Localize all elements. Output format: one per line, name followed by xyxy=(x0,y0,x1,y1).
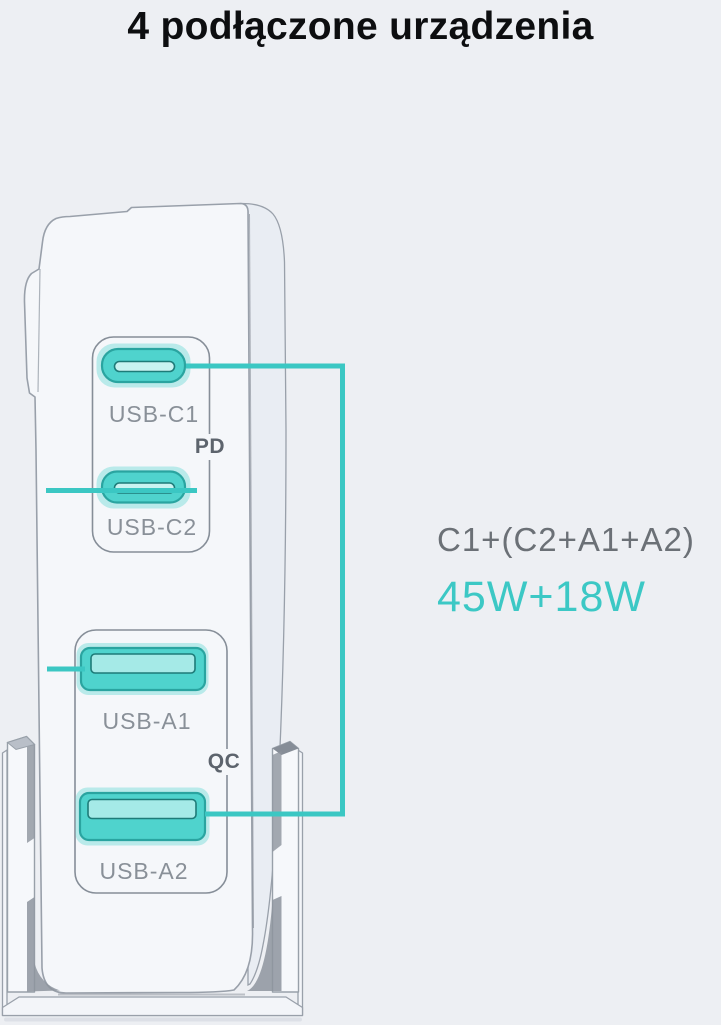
stand-left-post xyxy=(6,735,60,993)
usb-a1-slot xyxy=(90,653,196,674)
port-combo-label: C1+(C2+A1+A2) xyxy=(437,521,695,558)
usb-a1-label: USB-A1 xyxy=(102,708,192,734)
usb-a2-slot xyxy=(87,798,197,820)
usb-c1-label: USB-C1 xyxy=(108,401,200,427)
pd-group-badge: PD xyxy=(188,434,232,460)
page-title: 4 podłączone urządzenia xyxy=(127,5,594,48)
stand-base-lip xyxy=(1,996,304,1017)
usb-c2-label: USB-C2 xyxy=(106,514,198,540)
stand-right-post xyxy=(247,740,300,993)
callout-line-c1-a2 xyxy=(186,363,345,817)
qc-group-badge: QC xyxy=(201,749,247,775)
stand-shadow xyxy=(4,1017,302,1022)
left-protrusion-line xyxy=(37,268,41,393)
power-output-label: 45W+18W xyxy=(437,573,646,621)
usb-a2-label: USB-A2 xyxy=(99,858,189,884)
usb-c1-slot xyxy=(113,360,176,373)
side-crease-line xyxy=(249,213,254,929)
